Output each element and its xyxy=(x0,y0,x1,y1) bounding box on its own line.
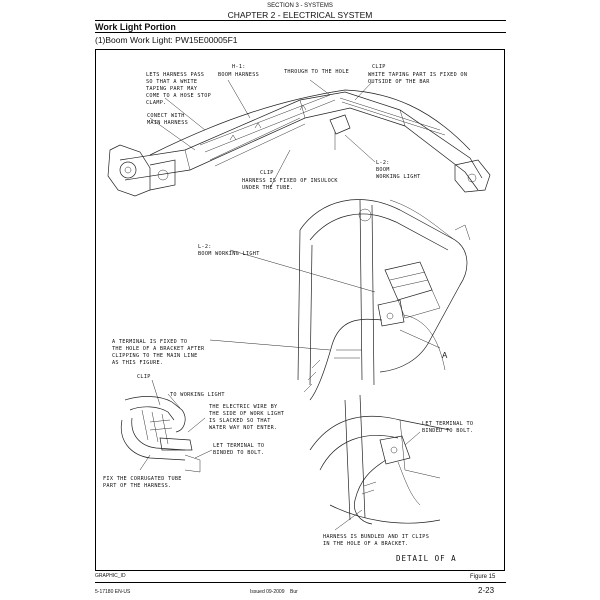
label-harness-bundled-1: HARNESS IS BUNDLED AND IT CLIPS xyxy=(323,534,429,540)
label-terminal-fixed-3: CLIPPING TO THE MAIN LINE xyxy=(112,353,198,359)
label-electric-wire-4: WATER WAY NOT ENTER. xyxy=(209,425,277,431)
label-l2-top-3: WORKING LIGHT xyxy=(376,174,421,180)
label-harness-fixed-1: HARNESS IS FIXED OF INSULOCK xyxy=(242,178,338,184)
detail-a-drawing xyxy=(309,394,451,531)
section-header: SECTION 3 - SYSTEMS xyxy=(267,3,333,9)
subsection-title: (1)Boom Work Light: PW15E00005F1 xyxy=(95,35,238,45)
label-harness-pass-1: LETS HARNESS PASS xyxy=(146,72,204,78)
label-l2-top-1: L-2: xyxy=(376,160,390,166)
label-terminal-fixed-4: AS THIS FIGURE. xyxy=(112,360,163,366)
label-harness-bundled-2: IN THE HOLE OF A BRACKET. xyxy=(323,541,409,547)
label-l2-mid-2: BOOM WORKING LIGHT xyxy=(198,251,260,257)
figure-number: Figure 15 xyxy=(470,574,496,580)
label-white-taping-2: OUTSIDE OF THE BAR xyxy=(368,79,430,85)
bracket-drawing xyxy=(209,199,471,401)
label-harness-pass-4: COME TO A HOSE STOP xyxy=(146,93,211,99)
label-boom-harness: BOOM HARNESS xyxy=(218,72,259,78)
label-let-terminal-left-2: BINDED TO BOLT. xyxy=(213,450,264,456)
issue-info: Issued 09-2009 Bur xyxy=(250,589,298,595)
label-harness-pass-3: TAPING PART MAY xyxy=(146,86,198,92)
label-terminal-fixed-1: A TERMINAL IS FIXED TO xyxy=(112,339,187,345)
label-electric-wire-1: THE ELECTRIC WIRE BY xyxy=(209,404,278,410)
label-clip-left: CLIP xyxy=(137,374,151,380)
bur-code: Bur xyxy=(290,589,298,595)
label-electric-wire-2: THE SIDE OF WORK LIGHT xyxy=(209,411,284,417)
doc-number: 5-17180 EN-US xyxy=(95,589,131,595)
label-harness-pass-2: SO THAT A WHITE xyxy=(146,79,197,85)
label-through-hole: THROUGH TO THE HOLE xyxy=(284,69,349,75)
label-harness-pass-5: CLAMP. xyxy=(146,100,167,106)
clip-detail-drawing xyxy=(120,379,213,473)
label-clip-top: CLIP xyxy=(372,64,386,70)
label-detail-a: DETAIL OF A xyxy=(396,554,457,563)
callout-a: A xyxy=(442,351,448,360)
label-harness-fixed-2: UNDER THE TUBE. xyxy=(242,185,293,191)
label-let-terminal-right-2: BINDED TO BOLT. xyxy=(422,428,473,434)
footer-rule xyxy=(95,582,506,583)
issued-date: Issued 09-2009 xyxy=(250,589,285,595)
label-to-working-light: TO WORKING LIGHT xyxy=(170,392,225,398)
chapter-header: CHAPTER 2 - ELECTRICAL SYSTEM xyxy=(227,10,373,20)
header-rule xyxy=(95,20,506,21)
label-let-terminal-left-1: LET TERMINAL TO xyxy=(213,443,264,449)
label-connect-main-1: CONECT WITH xyxy=(147,113,185,119)
label-connect-main-2: MAIN HARNESS xyxy=(147,120,188,126)
boom-drawing xyxy=(107,79,491,197)
section-title: Work Light Portion xyxy=(95,22,176,32)
label-l2-mid-1: L-2: xyxy=(198,244,212,250)
label-fix-tube-2: PART OF THE HARNESS. xyxy=(103,483,171,489)
page-number: 2-23 xyxy=(478,586,495,595)
label-l2-top-2: BOOM xyxy=(376,167,390,173)
title-rule xyxy=(95,32,506,33)
label-fix-tube-1: FIX THE CORRUGATED TUBE xyxy=(103,476,182,482)
label-electric-wire-3: IS SLACKED SO THAT xyxy=(209,418,271,424)
label-clip-mid: CLIP xyxy=(260,170,274,176)
figure-frame xyxy=(95,49,505,571)
graphic-id: GRAPHIC_ID xyxy=(95,573,126,579)
label-let-terminal-right-1: LET TERMINAL TO xyxy=(422,421,473,427)
label-terminal-fixed-2: THE HOLE OF A BRACKET AFTER xyxy=(112,346,205,352)
label-h1: H-1: xyxy=(232,64,246,70)
label-white-taping-1: WHITE TAPING PART IS FIXED ON xyxy=(368,72,467,78)
